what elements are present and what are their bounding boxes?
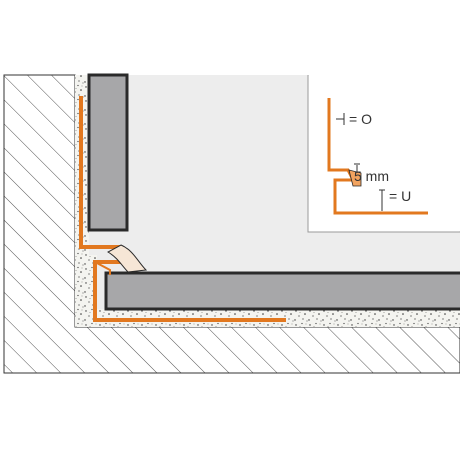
- floor-tile: [104, 271, 460, 311]
- corner-profile: [79, 96, 286, 322]
- wall-tile: [87, 73, 129, 232]
- lower-leg-label: = U: [389, 188, 411, 204]
- profile-section-detail: [327, 98, 428, 215]
- upper-leg-label: = O: [349, 111, 372, 127]
- gap-label: 5 mm: [354, 168, 389, 184]
